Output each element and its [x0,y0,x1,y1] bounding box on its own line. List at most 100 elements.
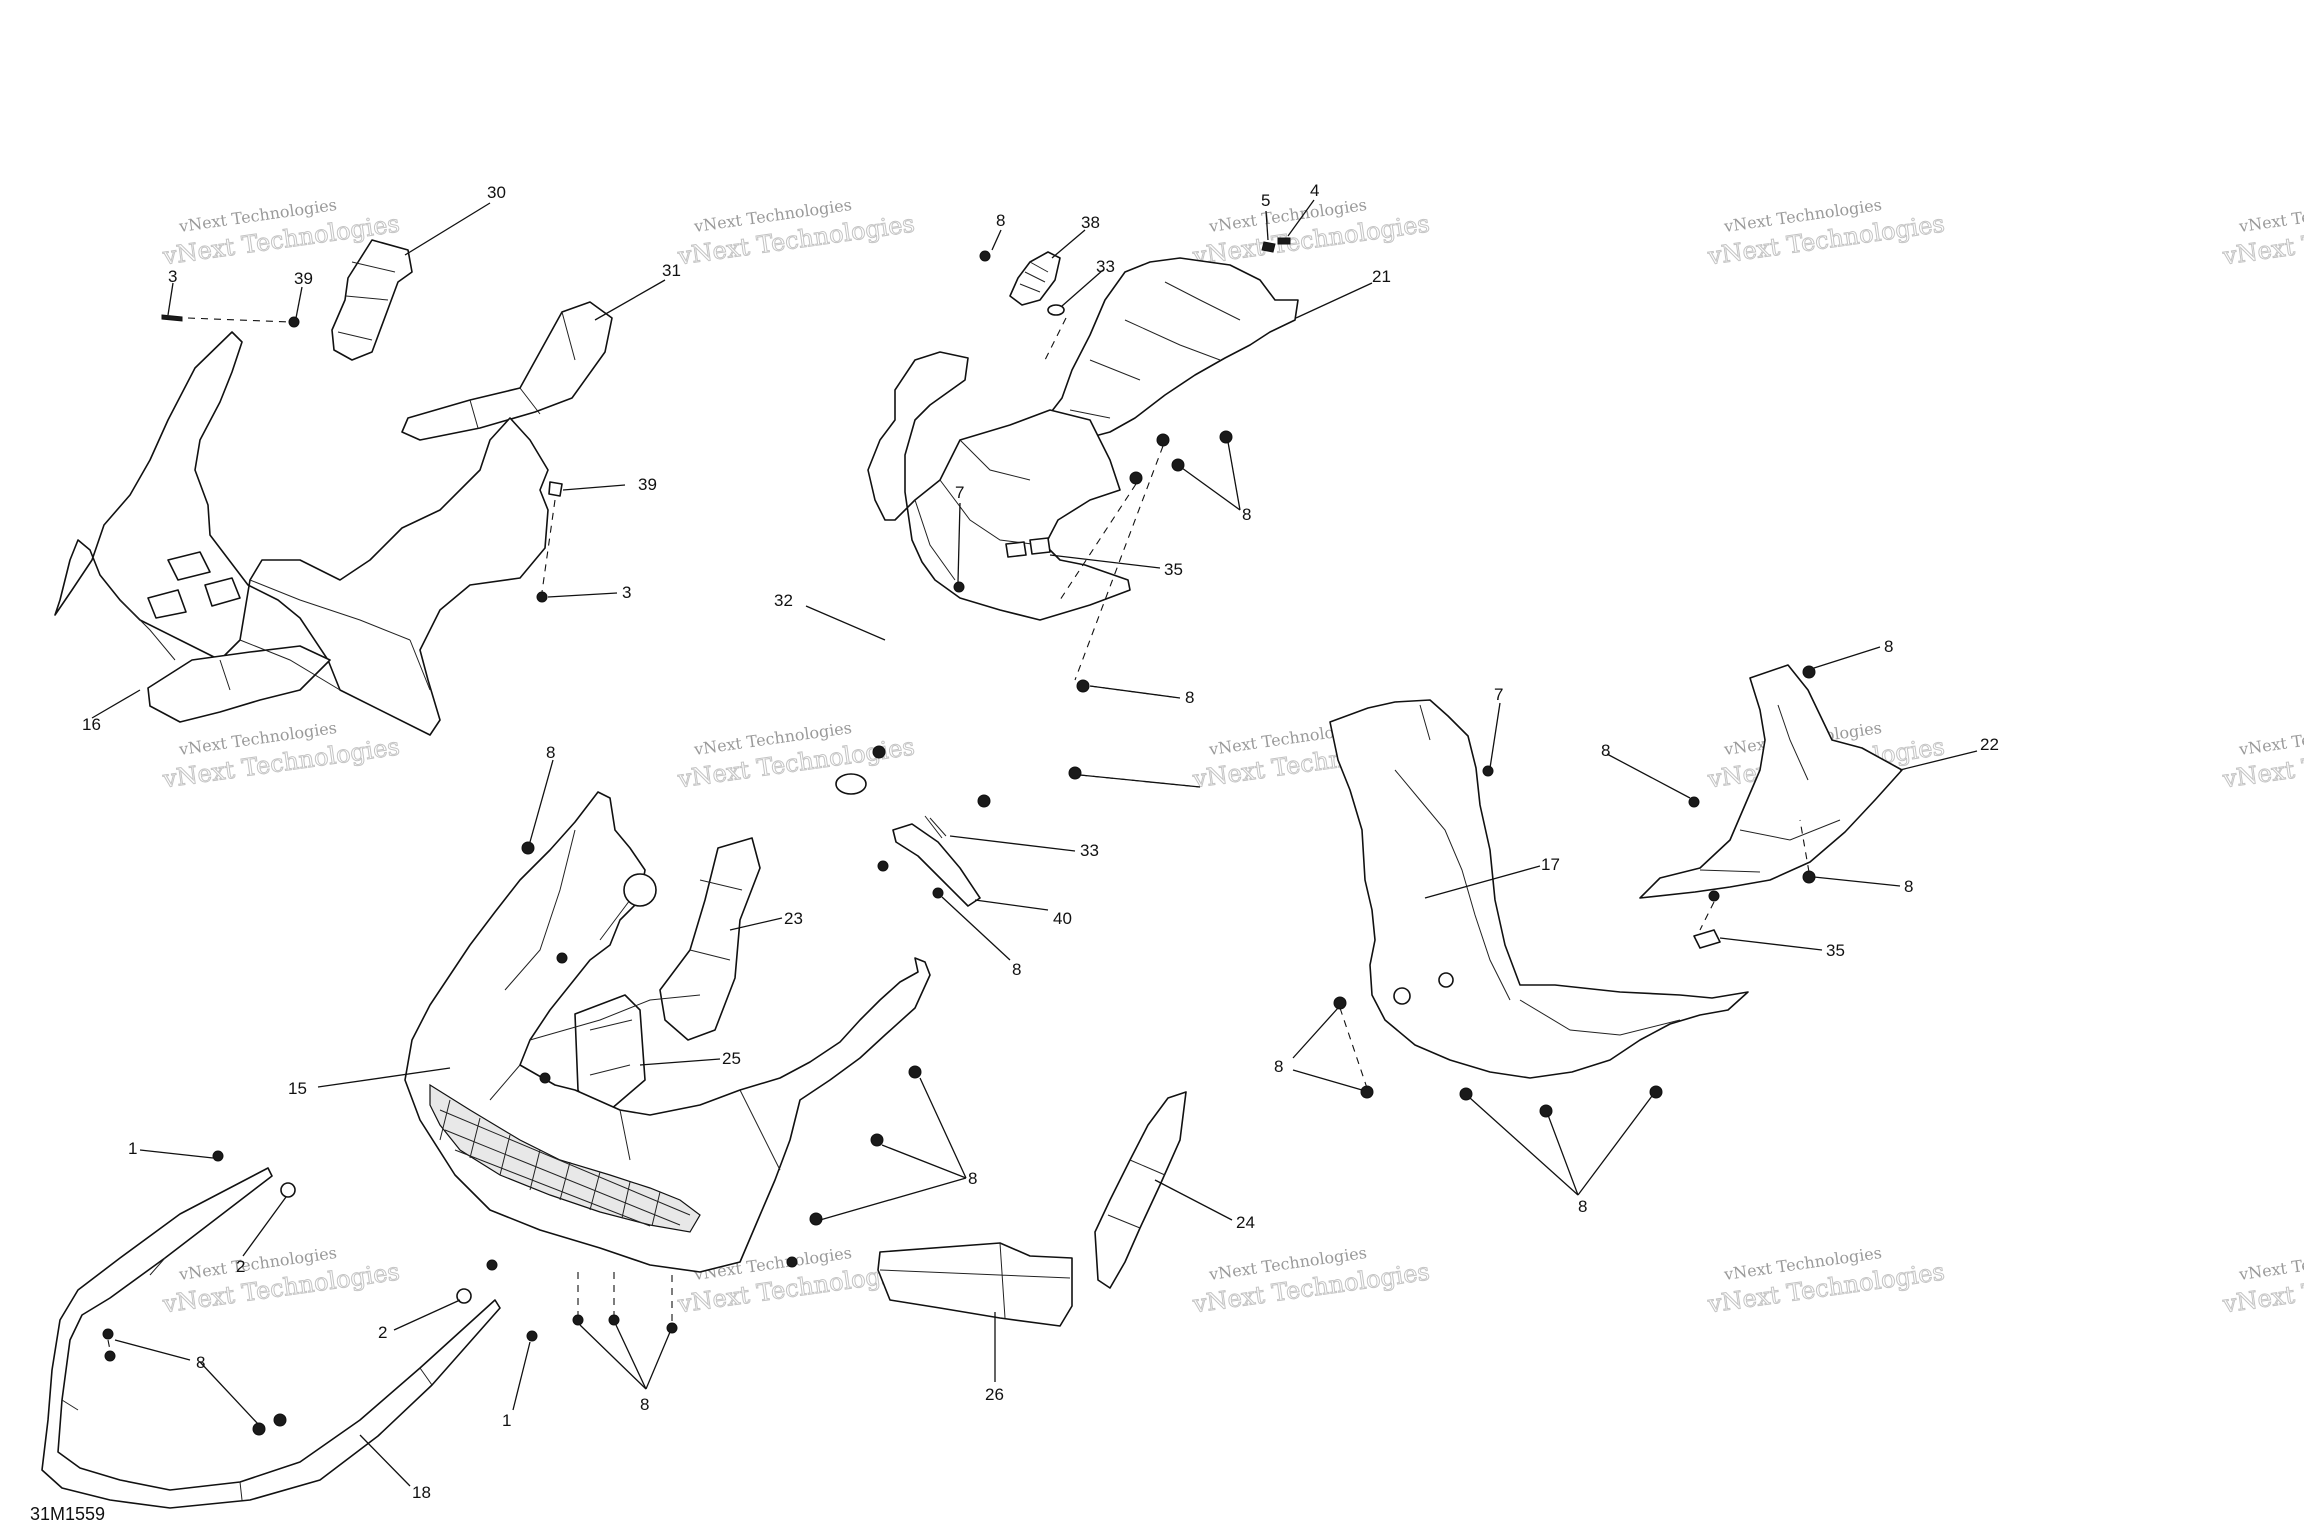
callout-8: 8 [1012,960,1021,979]
part-17-detail [1394,704,1681,1036]
part-16-vent-1 [167,551,211,581]
part-38-bracket [1009,251,1061,306]
callout-3: 3 [168,267,177,286]
callout-2: 2 [236,1257,245,1276]
leader-2a [242,1196,287,1257]
part-8-fastener-17b [1360,1085,1374,1099]
callout-15: 15 [288,1079,307,1098]
part-39-clip-2 [548,481,563,497]
part-33-washer [1047,304,1065,316]
leader-18 [359,1434,411,1487]
leader-8-40 [941,896,1011,961]
leader-38 [1051,229,1086,259]
part-24-detail [1107,1159,1166,1229]
callout-8: 8 [1185,688,1194,707]
part-8-fastener-18a [102,1328,114,1340]
part-16-vent-3 [147,589,187,619]
assembly-line [1799,819,1810,873]
part-15-fastener-e [870,1133,884,1147]
part-17-hole-a [1393,987,1411,1005]
watermark: vNext Technologies vNext Technologies [2220,1243,2304,1319]
part-35-clip-a [1005,541,1027,558]
part-15-fastener-k [666,1322,678,1334]
part-17-hole-b [1438,972,1454,988]
part-15-fastener-c [539,1072,551,1084]
leader-3b [547,592,618,598]
part-18-detail [61,1257,433,1501]
assembly-line [1074,445,1164,681]
part-15-fastener-f [809,1212,823,1226]
callout-32: 32 [774,591,793,610]
part-26-detail [879,1242,1071,1319]
watermark: vNext Technologies vNext Technologies [2220,718,2304,794]
part-8-fastener-17e [1649,1085,1663,1099]
part-8-fastener-21c [1171,458,1185,472]
leader-1b [512,1341,531,1411]
callout-38: 38 [1081,213,1100,232]
part-26-pad [877,1242,1073,1327]
part-23-pad [659,837,761,1041]
callout-3: 3 [622,583,631,602]
part-15-detail [489,829,781,1171]
part-15-fastener-d [908,1065,922,1079]
callout-8: 8 [1601,741,1610,760]
callout-35: 35 [1826,941,1845,960]
leader-17 [1424,865,1541,899]
part-15-fastener-g [786,1256,798,1268]
callout-1: 1 [502,1411,511,1430]
leader-32 [805,605,886,641]
callout-23: 23 [784,909,803,928]
part-8-fastener-32a [1076,679,1090,693]
leader-8-17r2 [1547,1114,1579,1196]
leader-30 [404,202,491,256]
part-5-fastener [1261,241,1276,253]
part-23-detail [689,879,743,961]
part-drawings [41,237,1903,1509]
leader-15 [317,1067,451,1088]
leader-8-15b3 [645,1331,671,1390]
leader-8-15b [579,1324,647,1390]
callout-40: 40 [1053,909,1072,928]
callout-8: 8 [196,1353,205,1372]
part-8-fastener-21b [1219,430,1233,444]
part-8-fastener-22b [1688,796,1700,808]
part-33-spring [924,815,947,839]
leader-7-right [1489,702,1501,769]
part-2-nut-b [456,1288,472,1304]
leader-39a [295,286,303,319]
watermark: vNext Technologies vNext Technologies [675,195,917,271]
callout-8: 8 [1884,637,1893,656]
part-8-fastener-32c [872,745,886,759]
part-15-hole-a [623,873,657,907]
leader-4 [1287,199,1315,237]
callout-8: 8 [1242,505,1251,524]
svg-text:vNext Technologies: vNext Technologies [2237,718,2304,759]
leader-8-17l [1292,1007,1339,1059]
part-8-fastener-40b [932,887,944,899]
leader-35-right [1719,937,1823,951]
part-39-clip [288,316,300,328]
part-15-fastener-i [572,1314,584,1326]
part-30-deflector-pad [331,239,413,361]
figure-id: 31M1559 [30,1504,105,1524]
part-1-screw-a [212,1150,224,1162]
leader-8-18b [199,1361,259,1425]
part-15-fastener-h [486,1259,498,1271]
watermark: vNext Technologies vNext Technologies [1705,195,1947,271]
part-16-lower-deflector [147,645,331,723]
leader-8-22b [1606,753,1691,799]
part-15-fastener-b [556,952,568,964]
callout-30: 30 [487,183,506,202]
part-15-fastener-a [521,841,535,855]
part-8-fastener-21d [1129,471,1143,485]
assembly-line [1059,483,1137,601]
leader-39b [562,484,626,491]
watermark: vNext Technologies vNext Technologies [2220,195,2304,271]
assembly-line [1089,685,1181,699]
svg-text:vNext Technologies: vNext Technologies [2237,1243,2304,1284]
callout-labels: 30 31 3 39 39 3 16 8 38 33 5 4 21 8 7 35… [82,181,1999,1502]
leader-25 [639,1058,721,1066]
part-4-fastener [1277,237,1291,245]
part-16-detail [119,579,431,691]
